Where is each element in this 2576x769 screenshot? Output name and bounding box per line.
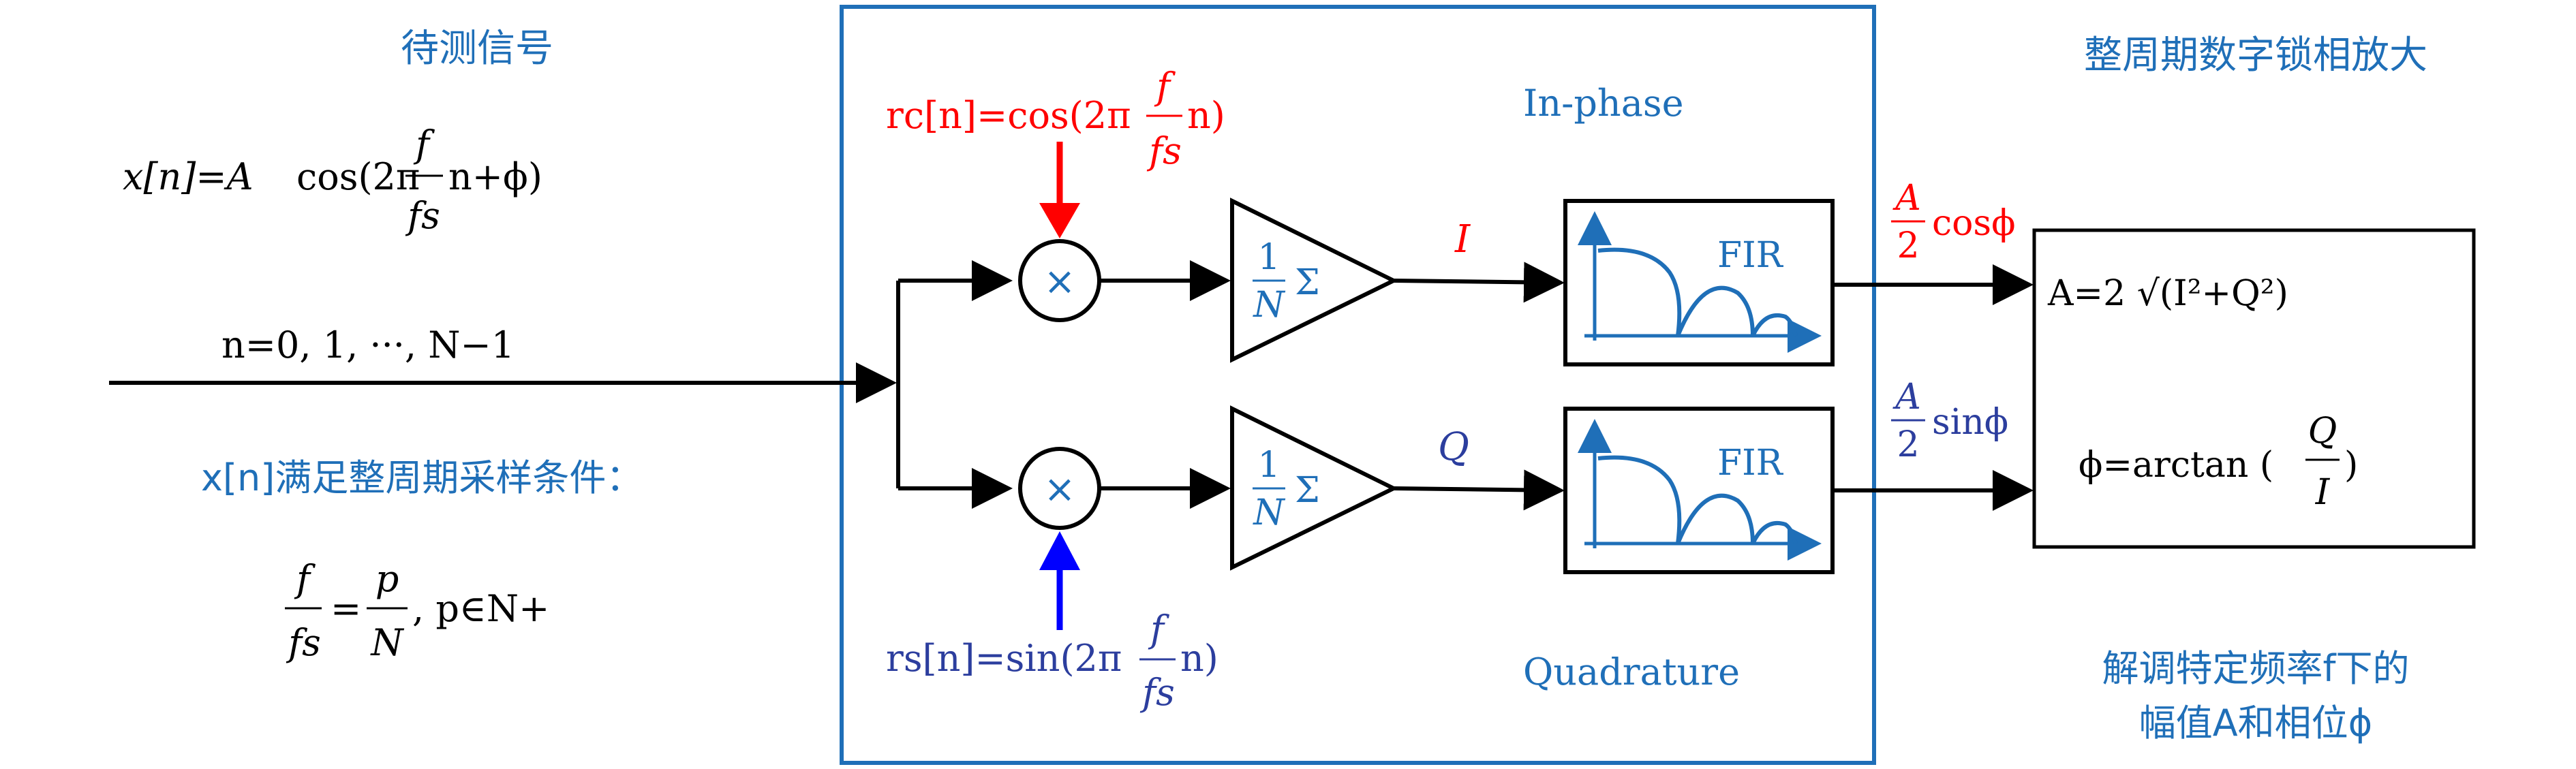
ref-sin-prefix: rs[n]=sin(2π (886, 637, 1122, 680)
signal-frac-num: f (413, 123, 435, 166)
result-box (2032, 228, 2476, 549)
ref-cos-den: fs (1146, 129, 1182, 172)
signal-equation: x[n]=A cos(2π f fs n+ϕ) (123, 123, 542, 237)
out-cos-den: 2 (1897, 225, 1919, 266)
fir-bottom: FIR (1563, 407, 1835, 574)
i-label: I (1454, 217, 1471, 262)
averager-top-label: 1 N Σ (1252, 237, 1320, 326)
n-range: n=0, 1, ···, N−1 (221, 324, 515, 366)
fir-bottom-response-curve (1597, 455, 1798, 545)
out-cos: A 2 cosϕ (1891, 178, 2016, 266)
cond-tail: , p∈N+ (412, 587, 549, 630)
multiplier-top-symbol: × (1044, 260, 1076, 304)
out-sin-tail: sinϕ (1932, 402, 2008, 443)
condition-equation: f fs = p N , p∈N+ (285, 557, 549, 664)
fir-top-label: FIR (1717, 235, 1784, 276)
ref-cos-tail: n) (1187, 94, 1225, 137)
cond-N: N (369, 621, 404, 664)
ref-sin-num: f (1148, 608, 1169, 650)
avg-bottom-den: N (1252, 492, 1285, 533)
multiplier-bottom-symbol: × (1044, 467, 1076, 512)
fir-bottom-label: FIR (1717, 443, 1784, 484)
avg-top-to-fir (1393, 262, 1565, 303)
phase-formula: ϕ=arctan ( Q I ) (2079, 411, 2358, 513)
ref-cos-prefix: rc[n]=cos(2π (886, 94, 1131, 137)
inphase-label: In-phase (1523, 82, 1684, 125)
out-sin-den: 2 (1897, 424, 1919, 465)
cond-fs: fs (286, 621, 321, 664)
amplitude-formula: A=2 √(I²+Q²) (2047, 273, 2288, 314)
ref-cos-arrowhead (1039, 203, 1080, 238)
fir-top-box (1563, 199, 1835, 366)
signal-cos: cos(2π (296, 155, 420, 198)
out-cos-tail: cosϕ (1932, 203, 2016, 244)
caption-line1: 解调特定频率f下的 (2102, 647, 2409, 690)
ref-sin: rs[n]=sin(2π f fs n) (886, 608, 1218, 714)
phase-suffix: ) (2344, 445, 2358, 486)
cond-eq: = (331, 587, 361, 630)
averager-top (1230, 198, 1398, 363)
out-cos-num: A (1892, 178, 1921, 219)
avg-bottom-num: 1 (1257, 445, 1280, 486)
ref-sin-den: fs (1139, 671, 1175, 714)
phase-prefix: ϕ=arctan ( (2079, 445, 2273, 486)
avg-top-num: 1 (1257, 237, 1280, 278)
right-heading: 整周期数字锁相放大 (2084, 33, 2427, 78)
avg-top-den: N (1252, 285, 1285, 326)
out-sin-num: A (1892, 377, 1921, 418)
averager-bottom (1230, 405, 1398, 571)
averager-bottom-label: 1 N Σ (1252, 445, 1320, 533)
caption-line2: 幅值A和相位ϕ (2139, 702, 2373, 744)
avg-bottom-to-fir (1393, 469, 1565, 511)
signal-lhs: x[n]=A (123, 155, 254, 198)
cond-f: f (294, 557, 316, 600)
phase-den: I (2315, 472, 2331, 513)
ref-sin-tail: n) (1180, 637, 1218, 680)
left-heading: 待测信号 (401, 27, 553, 71)
out-sin: A 2 sinϕ (1891, 377, 2008, 465)
quadrature-label: Quadrature (1523, 650, 1740, 693)
ref-sin-arrowhead (1039, 531, 1080, 570)
q-label: Q (1438, 425, 1469, 469)
signal-frac-den: fs (405, 194, 440, 237)
ref-cos: rc[n]=cos(2π f fs n) (886, 65, 1225, 172)
signal-tail: n+ϕ) (448, 155, 542, 198)
fir-bottom-box (1563, 407, 1835, 574)
ref-cos-num: f (1154, 65, 1176, 108)
fir-top-response-curve (1597, 247, 1798, 337)
cond-p: p (375, 557, 399, 600)
fir-top: FIR (1563, 199, 1835, 366)
phase-num: Q (2308, 411, 2337, 452)
condition-heading: x[n]满足整周期采样条件： (201, 456, 643, 499)
avg-top-sum: Σ (1295, 262, 1320, 303)
avg-bottom-sum: Σ (1295, 470, 1320, 511)
